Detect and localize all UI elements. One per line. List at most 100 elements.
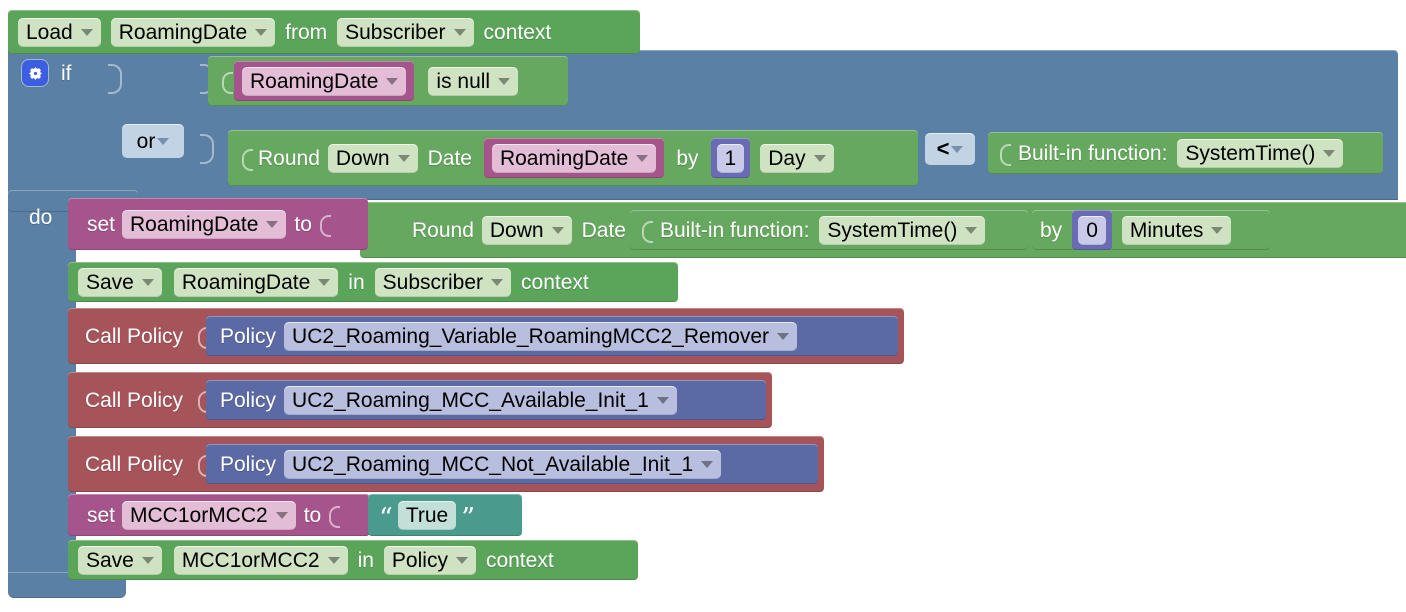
save-variable-dropdown[interactable]: MCC1orMCC2 — [173, 545, 348, 575]
text-literal-value: True — [405, 503, 449, 527]
is-null-condition-block[interactable]: RoamingDate is null — [208, 56, 568, 106]
round-date-block-1[interactable]: Round Down Date RoamingDate by 1 Day — [228, 130, 918, 186]
variable-dropdown[interactable]: RoamingDate — [491, 143, 657, 173]
load-scope-label: Subscriber — [345, 20, 446, 44]
chevron-down-icon — [965, 226, 978, 234]
set-variable-label: MCC1orMCC2 — [130, 503, 268, 527]
policy-label: Policy — [220, 388, 277, 412]
chevron-down-icon — [157, 137, 170, 145]
policy-name-dropdown[interactable]: UC2_Roaming_MCC_Not_Available_Init_1 — [284, 449, 722, 479]
chevron-down-icon — [141, 556, 154, 564]
policy-name-label: UC2_Roaming_MCC_Not_Available_Init_1 — [292, 452, 694, 476]
load-variable-dropdown[interactable]: RoamingDate — [110, 17, 276, 47]
policy-name-dropdown[interactable]: UC2_Roaming_Variable_RoamingMCC2_Remover — [284, 321, 798, 351]
by-label: by — [1040, 218, 1063, 242]
save-action-label: Save — [86, 270, 134, 294]
policy-name-label: UC2_Roaming_MCC_Available_Init_1 — [292, 388, 649, 412]
chevron-down-icon — [275, 511, 288, 519]
text-literal-input[interactable]: True — [397, 500, 457, 530]
gear-icon[interactable] — [22, 60, 48, 86]
do-keyword-label: do — [29, 206, 53, 229]
comparison-operator-dropdown[interactable]: < — [925, 133, 975, 165]
save-action-label: Save — [86, 548, 134, 572]
variable-label: RoamingDate — [250, 69, 379, 93]
round-label: Round — [412, 218, 474, 242]
if-block-left-column — [8, 50, 76, 590]
builtin-function-value: SystemTime() — [827, 218, 958, 242]
time-unit-dropdown[interactable]: Day — [760, 143, 834, 173]
set-variable-dropdown[interactable]: MCC1orMCC2 — [122, 500, 296, 530]
value-socket-icon[interactable] — [198, 323, 210, 349]
number-block-1[interactable]: 1 — [710, 138, 751, 178]
policy-label: Policy — [220, 452, 277, 476]
text-literal-block[interactable]: “ True ” — [368, 494, 522, 536]
builtin-function-label: Built-in function: — [660, 218, 810, 242]
null-operator-dropdown[interactable]: is null — [428, 66, 519, 96]
chevron-down-icon — [266, 220, 279, 228]
policy-value-block-3[interactable]: Policy UC2_Roaming_MCC_Not_Available_Ini… — [206, 444, 818, 484]
chevron-down-icon — [453, 28, 466, 36]
boolean-joiner-dropdown[interactable]: or — [122, 124, 184, 158]
variable-dropdown[interactable]: RoamingDate — [242, 66, 407, 96]
set-variable-dropdown[interactable]: RoamingDate — [122, 209, 287, 239]
date-label: Date — [581, 218, 626, 242]
builtin-function-block-2[interactable]: Built-in function: SystemTime() — [630, 210, 1028, 250]
save-scope-dropdown[interactable]: Subscriber — [374, 267, 512, 297]
round-by-tail[interactable]: by 0 Minutes — [1032, 210, 1270, 250]
builtin-function-dropdown[interactable]: SystemTime() — [819, 215, 986, 245]
builtin-function-block-1[interactable]: Built-in function: SystemTime() — [988, 132, 1383, 174]
set-variable-block-roamingdate[interactable]: set RoamingDate to — [68, 198, 368, 250]
round-direction-label: Down — [335, 146, 390, 170]
value-socket-icon[interactable] — [198, 387, 210, 413]
save-variable-block-mcc[interactable]: Save MCC1orMCC2 in Policy context — [68, 540, 638, 580]
if-condition-socket-1[interactable] — [108, 62, 122, 94]
save-variable-dropdown[interactable]: RoamingDate — [173, 267, 339, 297]
value-socket-icon[interactable] — [329, 502, 341, 528]
to-label: to — [303, 503, 322, 527]
save-scope-dropdown[interactable]: Policy — [383, 545, 476, 575]
builtin-function-dropdown[interactable]: SystemTime() — [1177, 138, 1344, 168]
policy-value-block-2[interactable]: Policy UC2_Roaming_MCC_Available_Init_1 — [206, 380, 766, 420]
save-scope-label: Subscriber — [382, 270, 484, 294]
in-label: in — [348, 270, 365, 294]
policy-name-dropdown[interactable]: UC2_Roaming_MCC_Available_Init_1 — [284, 385, 677, 415]
load-scope-dropdown[interactable]: Subscriber — [337, 17, 474, 47]
if-block-header: if — [14, 56, 79, 90]
call-policy-label: Call Policy — [85, 452, 184, 476]
context-label: context — [485, 548, 554, 572]
value-socket-icon[interactable] — [198, 451, 210, 477]
time-unit-dropdown[interactable]: Minutes — [1121, 215, 1232, 245]
number-value: 0 — [1086, 218, 1098, 242]
round-direction-dropdown[interactable]: Down — [327, 143, 418, 173]
variable-block-roamingdate-2[interactable]: RoamingDate — [483, 138, 665, 178]
save-action-dropdown[interactable]: Save — [78, 267, 162, 297]
load-variable-block[interactable]: Load RoamingDate from Subscriber context — [8, 10, 640, 54]
save-variable-block-roamingdate[interactable]: Save RoamingDate in Subscriber context — [68, 262, 678, 302]
value-plug-icon — [642, 217, 653, 243]
policy-name-label: UC2_Roaming_Variable_RoamingMCC2_Remover — [292, 324, 770, 348]
date-label: Date — [427, 146, 472, 170]
number-block-2[interactable]: 0 — [1072, 210, 1112, 250]
number-input[interactable]: 1 — [716, 143, 745, 173]
load-action-dropdown[interactable]: Load — [18, 17, 101, 47]
chevron-down-icon — [1323, 149, 1336, 157]
policy-value-block-1[interactable]: Policy UC2_Roaming_Variable_RoamingMCC2_… — [206, 316, 898, 356]
round-direction-label: Down — [489, 218, 544, 242]
value-plug-icon — [242, 145, 253, 171]
save-action-dropdown[interactable]: Save — [78, 545, 162, 575]
variable-block-roamingdate-1[interactable]: RoamingDate — [234, 61, 415, 101]
chevron-down-icon — [455, 556, 468, 564]
set-variable-block-mcc[interactable]: set MCC1orMCC2 to — [68, 494, 370, 536]
call-policy-label: Call Policy — [85, 324, 184, 348]
save-variable-label: RoamingDate — [181, 270, 311, 294]
chevron-down-icon — [656, 396, 669, 404]
number-input[interactable]: 0 — [1078, 215, 1106, 245]
chevron-down-icon — [777, 332, 790, 340]
chevron-down-icon — [951, 145, 964, 153]
chevron-down-icon — [701, 460, 714, 468]
round-direction-dropdown[interactable]: Down — [481, 215, 572, 245]
if-condition-socket-inner-2[interactable] — [200, 132, 214, 164]
value-socket-icon[interactable] — [319, 211, 331, 237]
load-action-label: Load — [26, 20, 73, 44]
